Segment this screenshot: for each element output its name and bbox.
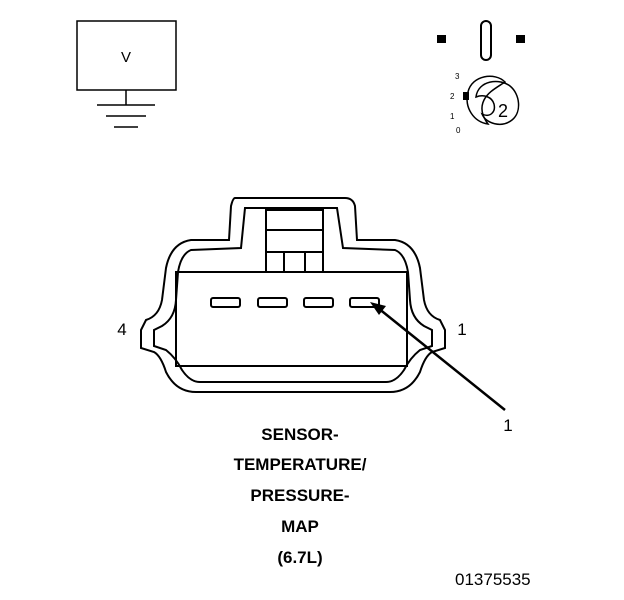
cavity-3 [257,297,288,308]
callout-label: 1 [503,416,512,435]
ground-icon [97,104,155,128]
caption-line-5: (6.7L) [277,548,323,567]
selector-scale-2: 2 [450,92,455,101]
figure-id: 01375535 [455,570,531,589]
selector-position-label: 2 [498,101,508,121]
caption-line-3: PRESSURE- [250,486,350,505]
selector-scale-3: 3 [455,72,460,81]
selector-scale-1: 1 [450,112,455,121]
caption-line-1: SENSOR- [261,425,339,444]
callout-arrow [370,302,506,411]
caption-line-4: MAP [281,517,319,536]
pin-label-right: 1 [457,320,466,339]
cavity-4 [210,297,241,308]
selector-key-icon [437,20,525,61]
connector-cavities [210,297,380,308]
connector-face [175,271,408,367]
selector-scale-0: 0 [456,126,461,135]
cavity-2 [303,297,334,308]
voltmeter-label: V [121,49,131,66]
connector-latch [265,209,324,273]
voltmeter-symbol: V [76,20,177,105]
connector-outline [140,197,446,393]
cavity-1 [349,297,380,308]
pin-label-left: 4 [117,320,126,339]
caption-line-2: TEMPERATURE/ [233,455,367,474]
selector-dial: 3 2 1 0 2 [450,72,520,135]
